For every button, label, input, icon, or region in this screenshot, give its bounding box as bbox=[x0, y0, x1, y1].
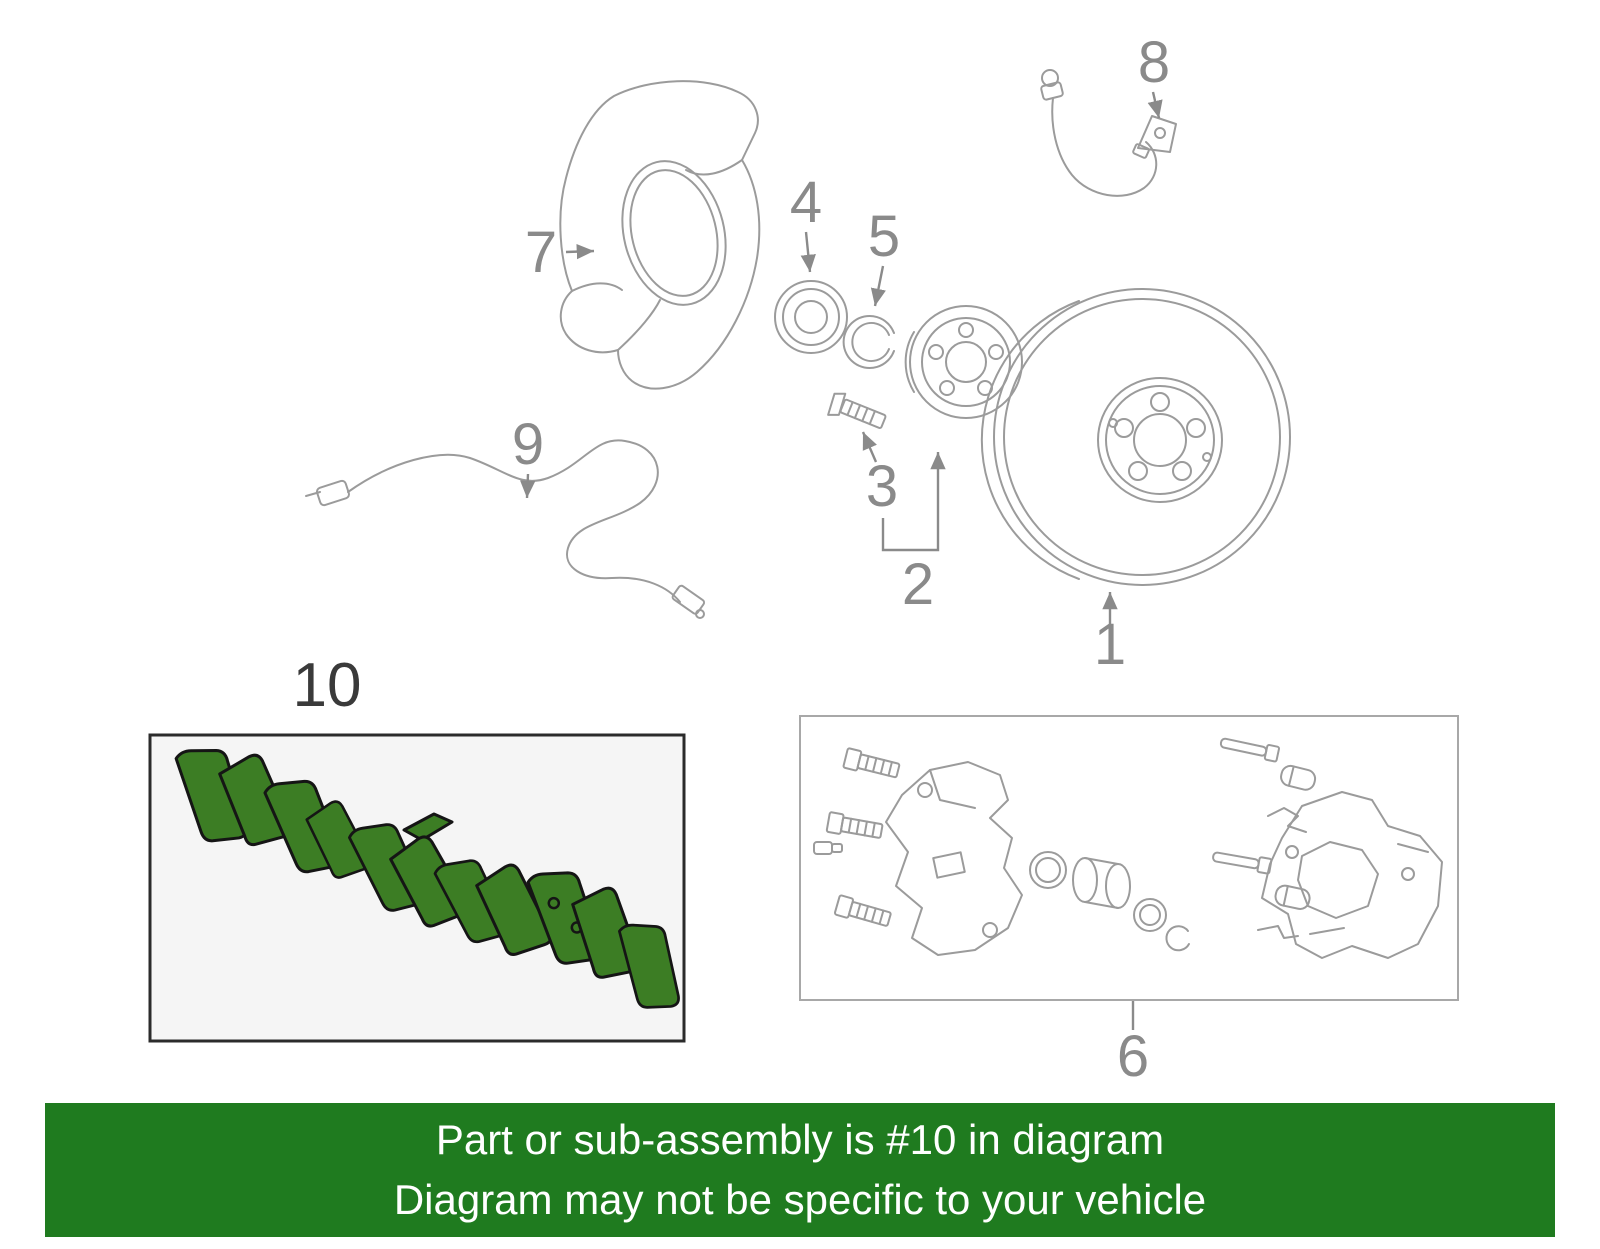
pin-bushing-icon bbox=[1280, 764, 1317, 791]
brake-pad-set-part bbox=[166, 735, 691, 1018]
highlight-banner: Part or sub-assembly is #10 in diagram D… bbox=[45, 1103, 1555, 1237]
pad-retainer-clip-icon bbox=[1267, 807, 1307, 833]
callout-2: 2 bbox=[902, 552, 934, 617]
leader-2 bbox=[881, 452, 946, 552]
caliper-bolt-icon bbox=[842, 747, 901, 779]
callout-7: 7 bbox=[525, 220, 557, 285]
bleeder-screw-icon bbox=[813, 841, 843, 855]
hub-assembly-part bbox=[904, 305, 1023, 419]
caliper-assembly-part bbox=[813, 737, 1443, 959]
abs-sensor-wire-part bbox=[305, 439, 706, 619]
slide-pin-icon bbox=[1219, 737, 1280, 763]
caliper-box bbox=[799, 715, 1459, 1001]
callout-8: 8 bbox=[1138, 30, 1170, 95]
leader-8 bbox=[1147, 91, 1163, 119]
banner-line-1: Part or sub-assembly is #10 in diagram bbox=[435, 1116, 1165, 1163]
leader-5 bbox=[870, 265, 886, 307]
splash-guard-part bbox=[559, 80, 761, 390]
caliper-bolt-icon bbox=[833, 894, 892, 927]
brake-components-diagram: 7 9 4 5 bbox=[148, 30, 1459, 1089]
caliper-piston-icon bbox=[1072, 857, 1131, 909]
piston-boot-icon bbox=[1133, 898, 1167, 932]
brake-hose-part bbox=[1040, 69, 1177, 197]
callout-4: 4 bbox=[790, 170, 822, 235]
boot-ring-icon bbox=[1165, 925, 1190, 952]
pad-retainer-clip-icon bbox=[1257, 925, 1299, 939]
banner-line-2: Diagram may not be specific to your vehi… bbox=[393, 1176, 1207, 1223]
leader-4 bbox=[800, 231, 816, 273]
caliper-bracket-outline bbox=[1261, 791, 1443, 959]
pin-bushing-icon bbox=[1274, 884, 1311, 910]
callout-3: 3 bbox=[866, 454, 898, 519]
callout-9: 9 bbox=[512, 412, 544, 477]
piston-seal-icon bbox=[1029, 851, 1067, 889]
leader-7 bbox=[565, 243, 595, 260]
leader-3 bbox=[861, 431, 878, 463]
callout-5: 5 bbox=[868, 204, 900, 269]
callout-10: 10 bbox=[293, 651, 362, 720]
wheel-bearing-part bbox=[774, 280, 848, 354]
caliper-body-outline bbox=[885, 761, 1023, 956]
leader-9 bbox=[520, 473, 536, 499]
callout-6: 6 bbox=[1117, 1024, 1149, 1089]
pad-shim-piece bbox=[402, 812, 454, 842]
brake-rotor-part bbox=[980, 288, 1291, 586]
hub-bolt-part bbox=[827, 392, 887, 429]
caliper-bolt-icon bbox=[825, 811, 884, 839]
snap-ring-part bbox=[842, 315, 895, 369]
